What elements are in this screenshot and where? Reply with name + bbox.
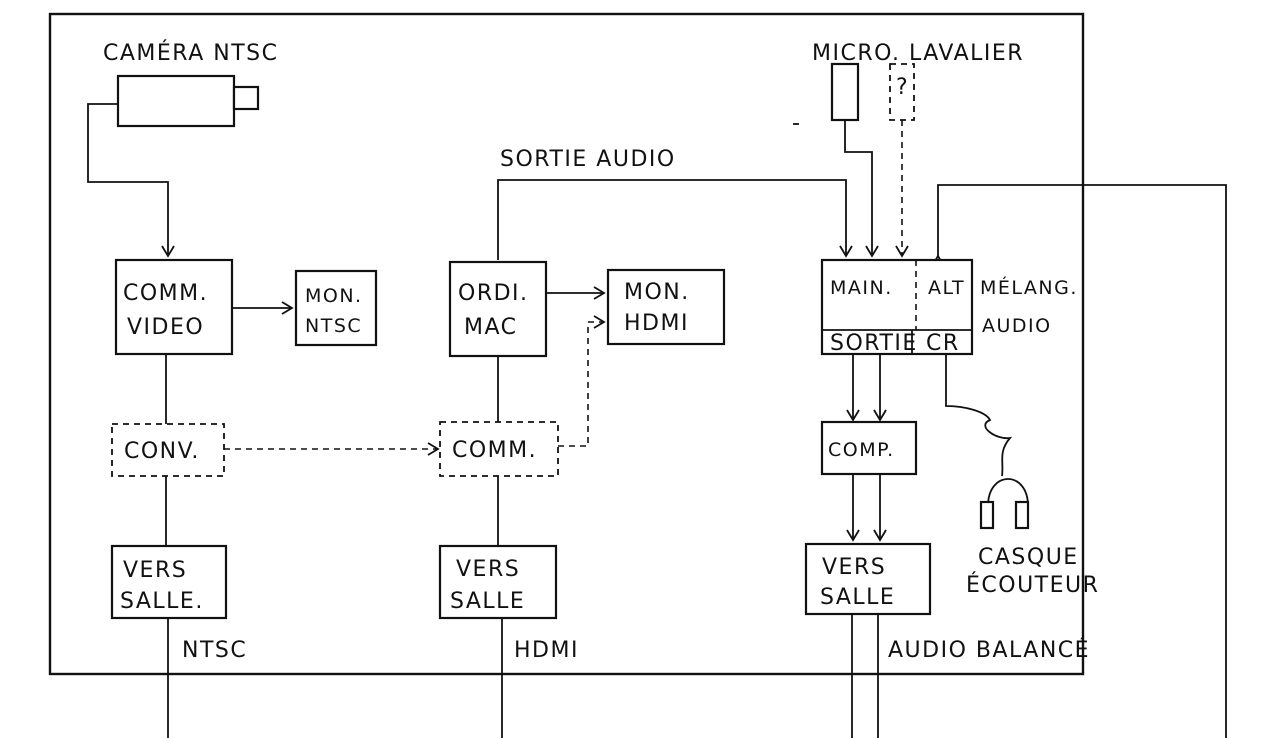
ordi-mac-label-1: ORDI. bbox=[458, 281, 529, 306]
ordi-audio-to-mixer-line bbox=[497, 179, 853, 260]
out-hdmi-label: HDMI bbox=[514, 638, 579, 663]
mic-icon bbox=[830, 62, 860, 122]
vers-salle-hdmi-label-1: VERS bbox=[456, 557, 520, 582]
vers-salle-audio-label-1: VERS bbox=[822, 555, 886, 580]
conv-label: CONV. bbox=[124, 439, 200, 464]
comp-label: COMP. bbox=[828, 439, 895, 461]
vers-salle-audio-label-2: SALLE bbox=[820, 585, 895, 610]
camera-to-comm-video-line bbox=[87, 103, 175, 258]
comm-hdmi-box bbox=[439, 421, 559, 477]
casque-label-2: ÉCOUTEUR bbox=[966, 572, 1099, 598]
vers-salle-audio-box bbox=[804, 542, 932, 616]
ordi-mac-label-2: MAC bbox=[464, 315, 518, 340]
comm-video-box bbox=[114, 258, 234, 356]
casque-label-1: CASQUE bbox=[978, 545, 1079, 570]
out-ntsc-label: NTSC bbox=[182, 638, 247, 663]
vers-salle-ntsc-box bbox=[110, 544, 228, 620]
mic-spare-mark: ? bbox=[896, 75, 909, 100]
mixer-sortie-label: SORTIE bbox=[830, 331, 918, 356]
mic-to-mixer-line bbox=[844, 120, 879, 258]
comm-hdmi-label: COMM. bbox=[452, 438, 537, 463]
mon-hdmi-label-1: MON. bbox=[624, 280, 690, 305]
headphones-icon bbox=[979, 478, 1030, 530]
outer-frame bbox=[48, 12, 1085, 676]
melang-label-1: MÉLANG. bbox=[980, 276, 1078, 299]
mixer-alt-label: ALT bbox=[928, 277, 965, 299]
camera-label: CAMÉRA NTSC bbox=[103, 40, 278, 66]
comm-video-label-2: VIDEO bbox=[127, 315, 204, 340]
cr-to-headphones-cable bbox=[945, 354, 1013, 477]
mon-ntsc-label-2: NTSC bbox=[305, 315, 362, 337]
sortie-audio-label: SORTIE AUDIO bbox=[500, 147, 676, 172]
vers-salle-ntsc-label-2: SALLE. bbox=[120, 589, 204, 614]
alt-input-line bbox=[931, 184, 1227, 738]
vers-salle-ntsc-label-1: VERS bbox=[123, 558, 187, 583]
melang-label-2: AUDIO bbox=[982, 315, 1052, 337]
vers-salle-hdmi-box bbox=[438, 544, 558, 620]
mon-ntsc-box bbox=[294, 269, 378, 347]
mon-hdmi-label-2: HDMI bbox=[624, 311, 689, 336]
mon-ntsc-label-1: MON. bbox=[305, 285, 363, 307]
mixer-cr-label: CR bbox=[926, 331, 960, 356]
comm-video-label-1: COMM. bbox=[123, 281, 208, 306]
vers-salle-hdmi-label-2: SALLE bbox=[450, 589, 525, 614]
comp-box bbox=[820, 420, 918, 476]
mixer-main-label: MAIN. bbox=[830, 277, 893, 299]
micro-label: MICRO. LAVALIER bbox=[812, 41, 1024, 66]
camera-icon bbox=[116, 74, 260, 128]
ordi-mac-box bbox=[448, 260, 548, 358]
conv-box bbox=[111, 423, 225, 477]
mon-hdmi-box bbox=[606, 268, 726, 346]
out-audio-label: AUDIO BALANCÉ bbox=[888, 637, 1090, 663]
mixer-box bbox=[820, 258, 974, 356]
comm-to-mon-hdmi-dashed-line bbox=[558, 315, 606, 447]
